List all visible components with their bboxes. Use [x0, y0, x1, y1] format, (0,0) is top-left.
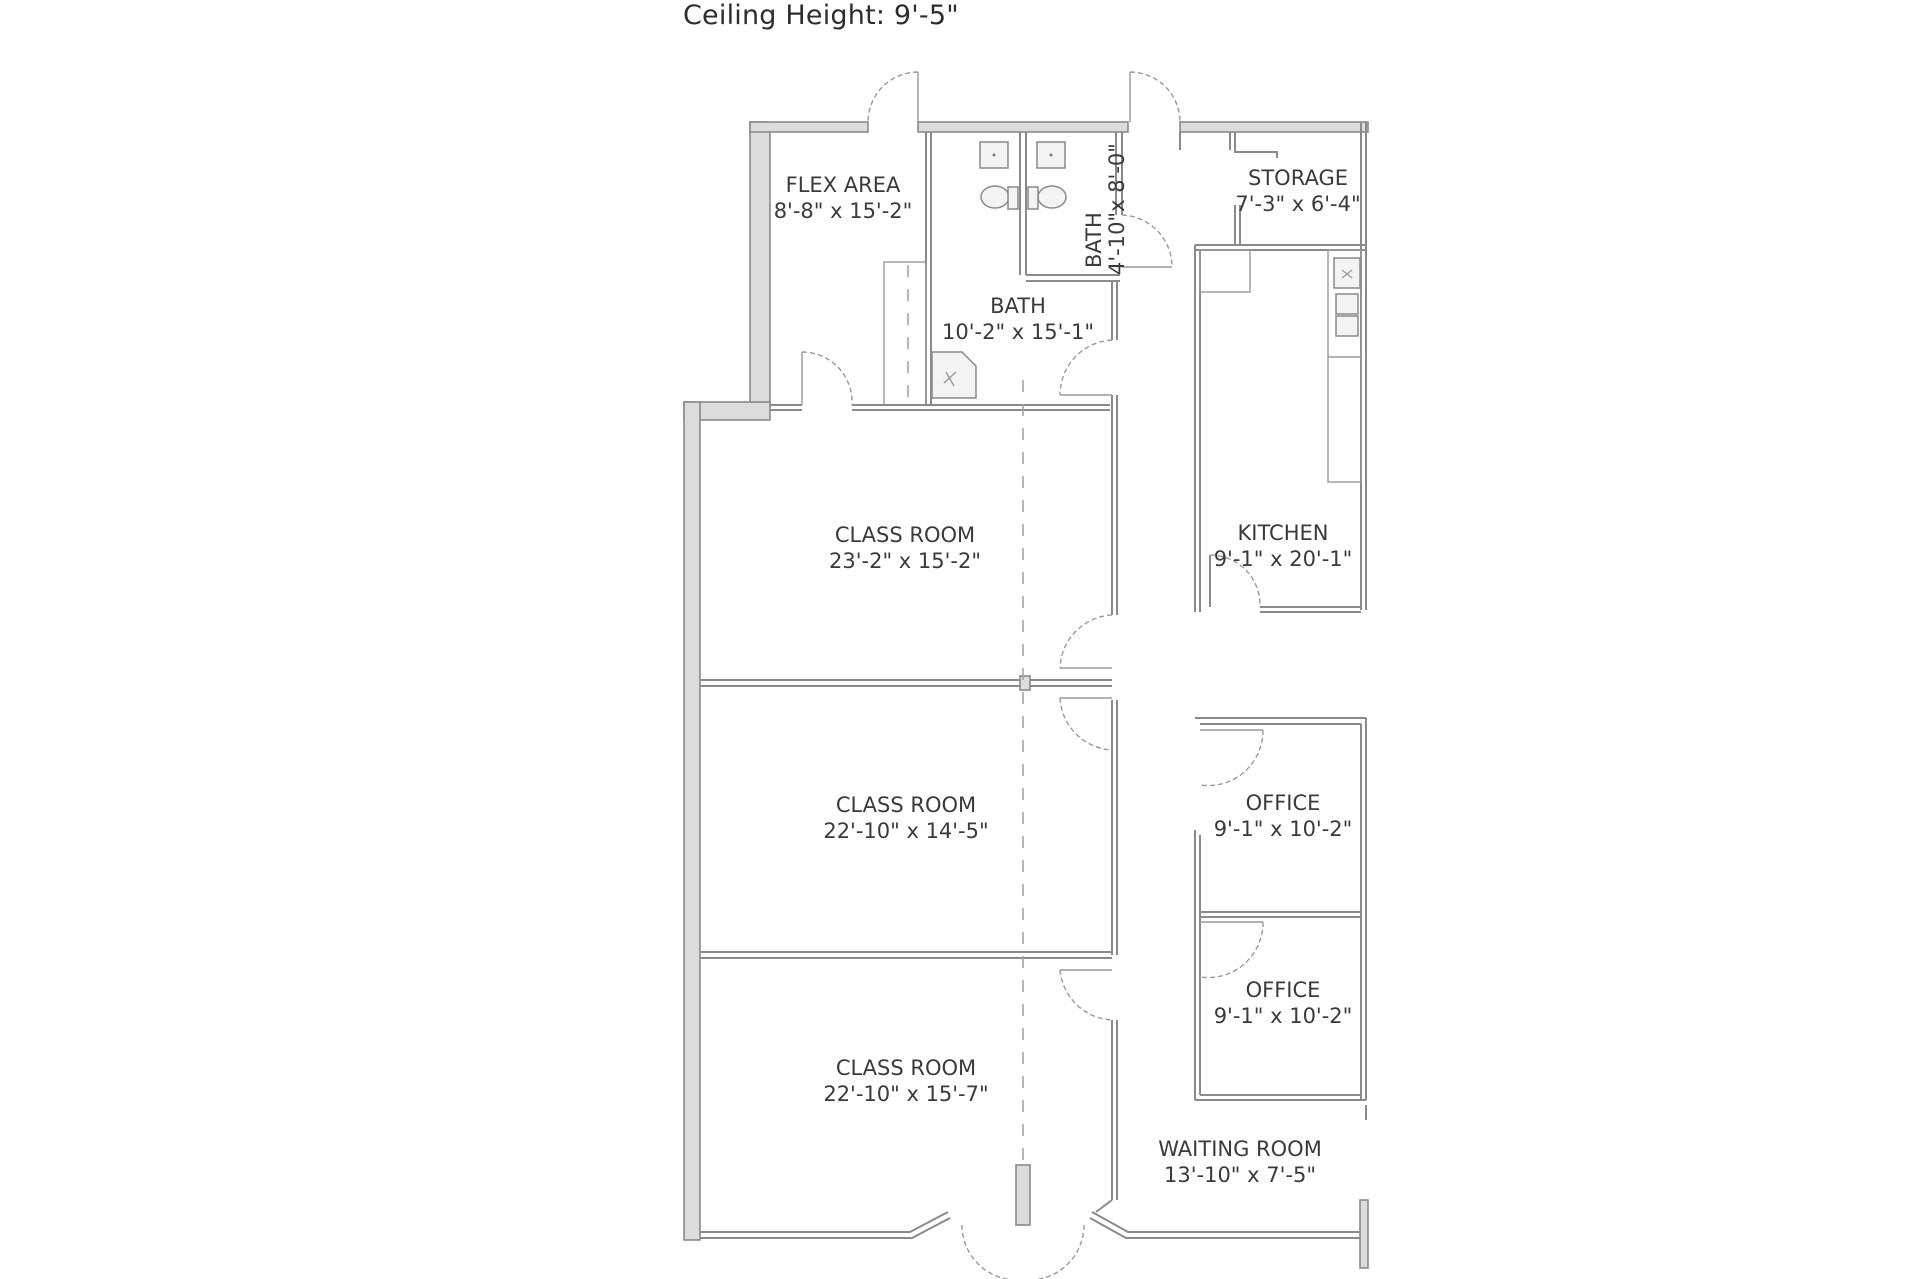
room-storage: STORAGE 7'-3" x 6'-4"	[1235, 165, 1360, 217]
room-name: OFFICE	[1245, 791, 1321, 815]
room-dimensions: 9'-1" x 20'-1"	[1213, 547, 1353, 571]
bath-fixtures	[931, 141, 1067, 399]
room-dimensions: 22'-10" x 14'-5"	[823, 819, 989, 843]
kitchen-sink-icon	[1335, 293, 1359, 315]
room-classroom-1: CLASS ROOM 23'-2" x 15'-2"	[829, 522, 981, 574]
room-waiting-room: WAITING ROOM 13'-10" x 7'-5"	[1158, 1136, 1322, 1188]
room-bath-large: BATH 10'-2" x 15'-1"	[942, 293, 1094, 345]
room-dimensions: 13'-10" x 7'-5"	[1164, 1163, 1316, 1187]
room-name: FLEX AREA	[785, 173, 901, 197]
appliance-icon	[1333, 257, 1361, 289]
room-name: OFFICE	[1245, 978, 1321, 1002]
toilet-icon	[1037, 185, 1067, 209]
room-dimensions: 9'-1" x 10'-2"	[1213, 1004, 1353, 1028]
interior-walls	[700, 132, 1367, 1226]
exterior-walls	[683, 121, 1369, 1269]
room-flex-area: FLEX AREA 8'-8" x 15'-2"	[774, 172, 913, 224]
room-classroom-2: CLASS ROOM 22'-10" x 14'-5"	[823, 792, 988, 844]
room-dimensions: 10'-2" x 15'-1"	[942, 320, 1094, 344]
room-name: STORAGE	[1248, 166, 1348, 190]
room-dimensions: 22'-10" x 15'-7"	[823, 1082, 989, 1106]
room-dimensions: 7'-3" x 6'-4"	[1235, 192, 1361, 216]
room-name: BATH	[990, 294, 1046, 318]
toilet-icon	[980, 185, 1010, 209]
room-bath-small: BATH	[1082, 212, 1106, 268]
room-dimensions: 23'-2" x 15'-2"	[829, 549, 981, 573]
room-classroom-3: CLASS ROOM 22'-10" x 15'-7"	[823, 1055, 988, 1107]
room-dimensions: 8'-8" x 15'-2"	[773, 199, 913, 223]
room-name: CLASS ROOM	[835, 1056, 977, 1080]
room-name: KITCHEN	[1237, 521, 1329, 545]
room-name: WAITING ROOM	[1158, 1137, 1322, 1161]
room-name: BATH	[1082, 212, 1106, 268]
shower-icon	[931, 351, 977, 399]
room-dimensions: 4'-10"x 8'-0"	[1105, 143, 1129, 275]
room-name: CLASS ROOM	[835, 793, 977, 817]
ceiling-height-label: Ceiling Height: 9'-5"	[683, 0, 959, 31]
kitchen-fixtures	[1333, 257, 1361, 337]
room-name: CLASS ROOM	[834, 523, 976, 547]
room-bath-small-dimensions: 4'-10"x 8'-0"	[1105, 143, 1129, 275]
kitchen-sink-icon	[1335, 315, 1359, 337]
room-office-1: OFFICE 9'-1" x 10'-2"	[1214, 790, 1353, 842]
room-office-2: OFFICE 9'-1" x 10'-2"	[1214, 977, 1353, 1029]
room-kitchen: KITCHEN 9'-1" x 20'-1"	[1214, 520, 1353, 572]
room-dimensions: 9'-1" x 10'-2"	[1213, 817, 1353, 841]
